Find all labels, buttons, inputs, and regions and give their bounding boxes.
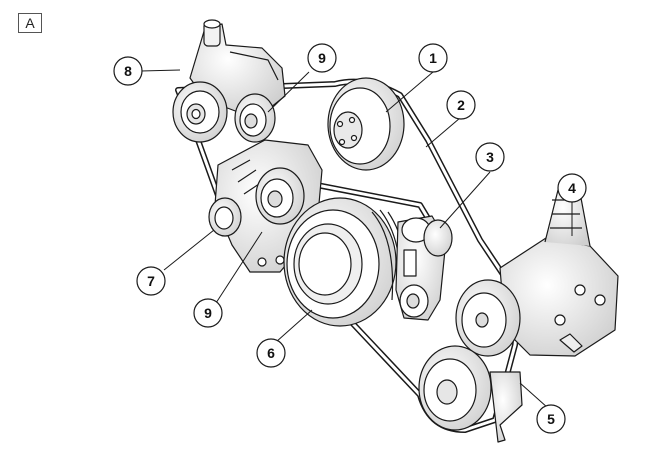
callout-6-label: 6 xyxy=(267,345,275,361)
callout-1: 1 xyxy=(418,43,448,73)
lower-idler-pulley xyxy=(255,167,305,225)
upper-idler-pulley xyxy=(234,93,276,143)
callout-4-label: 4 xyxy=(568,180,576,196)
ac-compressor-pulley xyxy=(455,279,521,357)
callout-5-label: 5 xyxy=(547,411,555,427)
callout-9-upper-label: 9 xyxy=(318,50,326,66)
view-label: A xyxy=(25,15,35,31)
callout-8-label: 8 xyxy=(124,63,132,79)
callout-8: 8 xyxy=(113,56,143,86)
generator-pulley xyxy=(208,197,242,237)
callout-6: 6 xyxy=(256,338,286,368)
callout-7: 7 xyxy=(136,266,166,296)
ps-pump-pulley xyxy=(172,81,228,143)
water-pump-pulley xyxy=(327,77,405,171)
lower-accessory-pulley xyxy=(418,345,523,443)
callout-4: 4 xyxy=(557,173,587,203)
callout-3: 3 xyxy=(475,142,505,172)
view-label-box: A xyxy=(18,13,42,33)
callout-9-lower: 9 xyxy=(193,298,223,328)
callout-5: 5 xyxy=(536,404,566,434)
callout-2-label: 2 xyxy=(457,97,465,113)
callout-7-label: 7 xyxy=(147,273,155,289)
tensioner xyxy=(395,215,453,321)
callout-3-label: 3 xyxy=(486,149,494,165)
leader-lines xyxy=(140,69,573,409)
crankshaft-pulley xyxy=(283,197,408,327)
callout-1-label: 1 xyxy=(429,50,437,66)
callout-2: 2 xyxy=(446,90,476,120)
callout-9-upper: 9 xyxy=(307,43,337,73)
callout-9-lower-label: 9 xyxy=(204,305,212,321)
